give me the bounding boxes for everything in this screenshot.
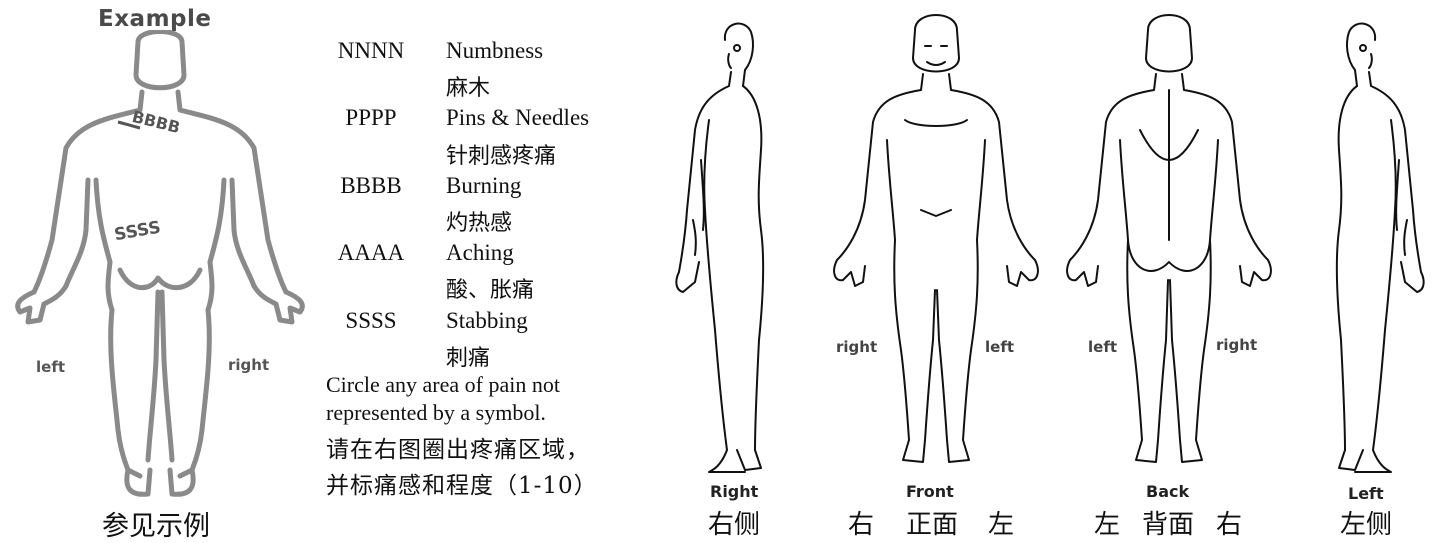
legend-en-pins: Pins & Needles bbox=[446, 105, 589, 131]
legend-en-burning: Burning bbox=[446, 173, 521, 199]
back-caption-left: 左 bbox=[1094, 504, 1120, 541]
right-side-caption: 右侧 bbox=[708, 504, 760, 541]
legend-code-numbness: NNNN bbox=[316, 38, 426, 64]
front-caption-main: 正面 bbox=[906, 504, 958, 541]
example-title: Example bbox=[98, 6, 211, 32]
stabbing-mark: SSSS bbox=[113, 218, 162, 246]
back-caption-right: 右 bbox=[1216, 504, 1242, 541]
legend-note-en-1: Circle any area of pain not bbox=[326, 372, 656, 398]
legend-zh-burning: 灼热感 bbox=[446, 205, 512, 237]
example-right-label: right bbox=[228, 356, 269, 374]
legend-code-pins: PPPP bbox=[316, 105, 426, 131]
left-side-label: Left bbox=[1348, 484, 1384, 503]
legend-note-zh-2: 并标痛感和程度（1-10） bbox=[326, 466, 656, 500]
left-side-body-figure bbox=[1305, 10, 1435, 480]
front-left-label: left bbox=[985, 338, 1014, 356]
front-caption-right: 右 bbox=[848, 504, 874, 541]
example-pain-marks: BBBB SSSS bbox=[0, 30, 310, 500]
legend-code-stabbing: SSSS bbox=[316, 308, 426, 334]
front-label: Front bbox=[906, 482, 954, 501]
legend-en-aching: Aching bbox=[446, 240, 514, 266]
right-side-label: Right bbox=[710, 482, 758, 501]
back-left-label: left bbox=[1088, 338, 1117, 356]
front-right-label: right bbox=[836, 338, 877, 356]
legend-zh-stabbing: 刺痛 bbox=[446, 340, 490, 372]
front-caption-left: 左 bbox=[988, 504, 1014, 541]
burning-mark: BBBB bbox=[130, 107, 182, 137]
legend-zh-numbness: 麻木 bbox=[446, 70, 490, 102]
back-caption-main: 背面 bbox=[1142, 504, 1194, 541]
left-side-caption: 左侧 bbox=[1340, 504, 1392, 541]
legend-code-aching: AAAA bbox=[316, 240, 426, 266]
legend-en-stabbing: Stabbing bbox=[446, 308, 528, 334]
example-caption: 参见示例 bbox=[102, 504, 210, 543]
legend-zh-aching: 酸、胀痛 bbox=[446, 272, 534, 304]
back-label: Back bbox=[1146, 482, 1189, 501]
legend-note-zh-1: 请在右图圈出疼痛区域， bbox=[326, 430, 656, 464]
legend-code-burning: BBBB bbox=[316, 173, 426, 199]
legend-note-en-2: represented by a symbol. bbox=[326, 400, 656, 426]
back-body-figure bbox=[1060, 10, 1280, 480]
example-left-label: left bbox=[36, 358, 65, 376]
back-right-label: right bbox=[1216, 336, 1257, 354]
legend-zh-pins: 针刺感疼痛 bbox=[446, 138, 556, 170]
right-side-body-figure bbox=[665, 10, 795, 480]
legend-en-numbness: Numbness bbox=[446, 38, 543, 64]
front-body-figure bbox=[825, 10, 1045, 480]
